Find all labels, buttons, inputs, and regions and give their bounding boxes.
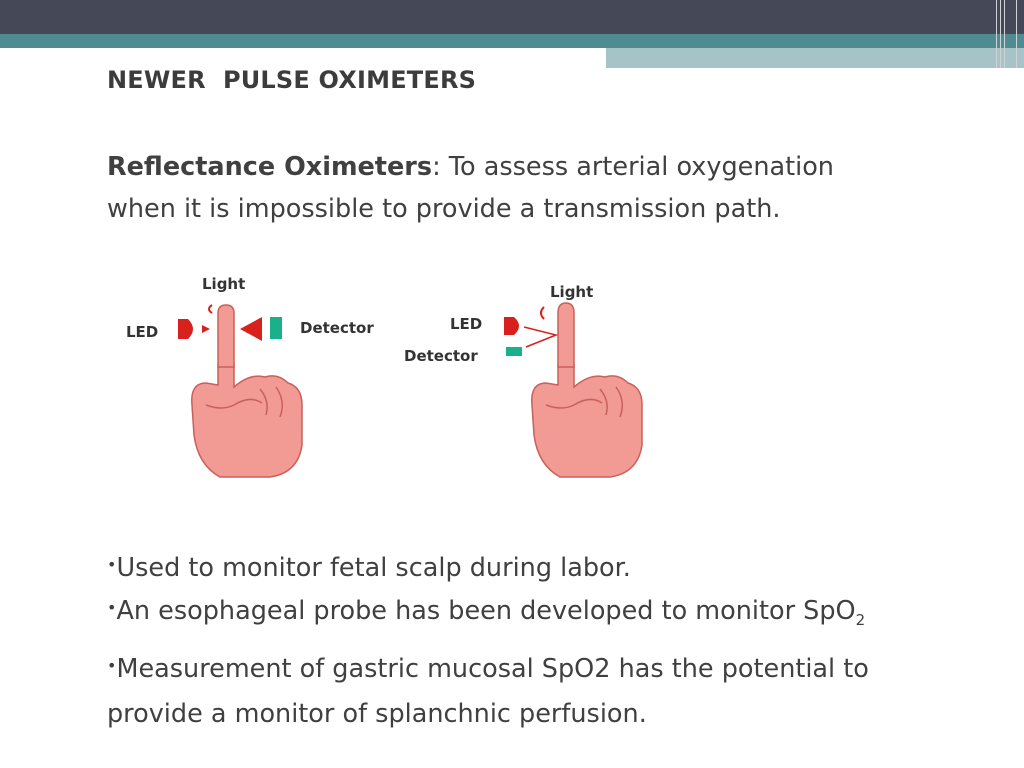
intro-separator: : [432,152,441,182]
bullet-item: •Measurement of gastric mucosal SpO2 has… [107,648,967,735]
led-icon-right [504,317,514,335]
led-dome-left [188,319,193,339]
header-band-light [606,48,1024,68]
bullet-marker: • [107,555,117,574]
detector-icon-right [506,347,522,356]
light-beam-left [202,325,210,333]
slide-title: NEWER PULSE OXIMETERS [107,66,477,94]
intro-term: Reflectance Oximeters [107,152,433,182]
transmitted-beam-icon [240,317,262,341]
left-led-label: LED [126,323,158,341]
bullet-marker: • [107,656,117,676]
right-led-label: LED [450,315,482,333]
right-light-label: Light [550,283,593,301]
led-icon-left [178,319,188,339]
intro-text: To assess arterial oxygenation when it i… [107,152,834,224]
bullet-subscript: 2 [855,611,866,630]
intro-paragraph: Reflectance Oximeters: To assess arteria… [107,146,907,230]
header-decoration-lines [994,0,1024,68]
header-band-teal [0,34,1024,48]
bullet-marker: • [107,598,117,617]
right-hand-illustration [531,302,643,478]
reflected-beam-icon [523,326,559,348]
bullet-text: An esophageal probe has been developed t… [116,596,856,626]
oximeter-diagram: Light LED Detector Light LED Detector [110,255,730,487]
bullet-list: •Used to monitor fetal scalp during labo… [107,548,967,735]
left-hand-illustration [191,304,303,478]
light-arc-right [540,306,545,320]
light-arc-left [208,304,213,314]
bullet-text: Measurement of gastric mucosal SpO2 has … [107,654,869,730]
bullet-item: •An esophageal probe has been developed … [107,591,967,640]
left-light-label: Light [202,275,245,293]
detector-icon-left [270,317,282,339]
led-dome-right [514,317,519,335]
bullet-item: •Used to monitor fetal scalp during labo… [107,548,967,591]
left-detector-label: Detector [300,319,374,337]
header-band-dark [0,0,1024,34]
right-detector-label: Detector [404,347,478,365]
bullet-text: Used to monitor fetal scalp during labor… [116,553,631,583]
